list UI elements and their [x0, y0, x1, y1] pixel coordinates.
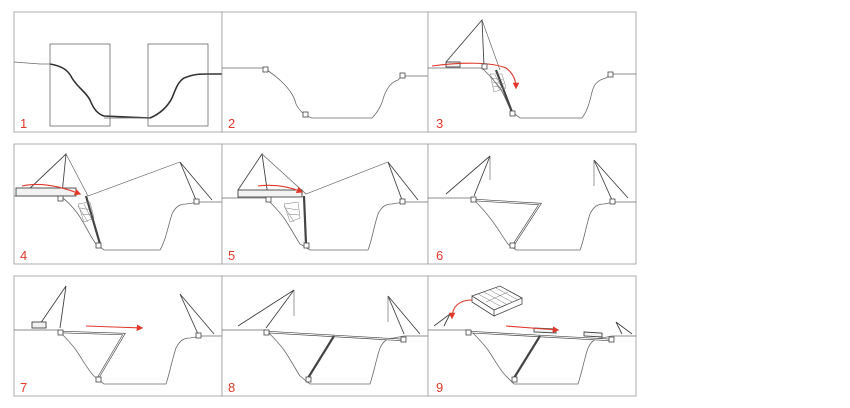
panel-step-3: 3 [427, 11, 637, 133]
step-number: 8 [228, 380, 235, 395]
abutment-right [400, 336, 407, 343]
panel-step-7: 7 [13, 275, 223, 397]
crane-base [31, 321, 47, 329]
gorge-profile [14, 329, 222, 385]
strut-vertical [302, 195, 308, 245]
strut-diagonal [494, 69, 514, 113]
falsework-hatch [489, 73, 507, 93]
step-number: 2 [228, 116, 235, 131]
abutment-right [607, 71, 614, 78]
crane-right [615, 321, 633, 335]
step-number: 6 [436, 248, 443, 263]
abutment-left [57, 329, 64, 336]
gorge-profile [428, 329, 636, 385]
launch-arrow [257, 184, 304, 193]
abutment-left [263, 329, 270, 336]
abutment-left [57, 195, 64, 202]
detail-box-right [147, 43, 209, 127]
lift-arrow [448, 299, 473, 320]
gorge-profile [222, 197, 428, 251]
abutment-right [399, 72, 406, 79]
falsework-hatch [77, 201, 95, 223]
abutment-left [470, 196, 477, 203]
step-number: 9 [436, 380, 443, 395]
launch-arrow [431, 62, 520, 90]
abutment-right [195, 332, 202, 339]
strut-diagonal [513, 335, 541, 379]
foundation [511, 376, 518, 383]
gorge-profile [222, 329, 428, 385]
strut-diagonal [307, 335, 335, 379]
strut-left-inner [473, 199, 541, 245]
stay-cable [261, 153, 389, 195]
foundation [95, 242, 102, 249]
foundation [509, 110, 516, 117]
panel-step-2: 2 [221, 11, 429, 133]
abutment-right [608, 336, 615, 343]
foundation [303, 242, 310, 249]
crane-right [179, 293, 215, 335]
deck-unit [583, 331, 603, 338]
deck-segment-inner [59, 331, 125, 379]
deck-segment [237, 189, 303, 198]
launch-arrow [21, 183, 82, 196]
bridge-deck-inner [265, 331, 405, 341]
step-number: 3 [436, 116, 443, 131]
abutment-right [399, 198, 406, 205]
gorge-profile [428, 197, 636, 251]
abutment-left [262, 66, 269, 73]
panel-step-5: 5 [221, 143, 429, 265]
terrain-profile [13, 61, 50, 65]
step-number: 1 [20, 116, 27, 131]
panel-step-9: 9 [427, 275, 637, 397]
crane-cable [481, 19, 501, 71]
abutment-right [609, 198, 616, 205]
foundation [305, 376, 312, 383]
step-number: 7 [20, 380, 27, 395]
panel-step-8: 8 [221, 275, 429, 397]
abutment-left [265, 196, 272, 203]
gorge-profile [14, 195, 222, 251]
foundation-left [302, 111, 309, 118]
panel-step-4: 4 [13, 143, 223, 265]
launch-arrow [85, 324, 144, 332]
step-number: 4 [20, 248, 27, 263]
falsework-hatch [283, 201, 301, 223]
launch-arrow [505, 325, 560, 333]
step-number: 5 [228, 248, 235, 263]
abutment-right [193, 198, 200, 205]
abutment-left [465, 329, 472, 336]
detail-box-left [49, 43, 111, 127]
panel-step-1: 1 [13, 11, 223, 133]
foundation [95, 376, 102, 383]
foundation [509, 242, 516, 249]
stay-cable [65, 153, 181, 197]
panel-step-6: 6 [427, 143, 637, 265]
strut-diagonal [84, 195, 102, 245]
abutment-left [481, 63, 488, 70]
crane-left [39, 285, 67, 329]
deck-module [471, 285, 523, 317]
deck-module-ribs [477, 287, 519, 307]
